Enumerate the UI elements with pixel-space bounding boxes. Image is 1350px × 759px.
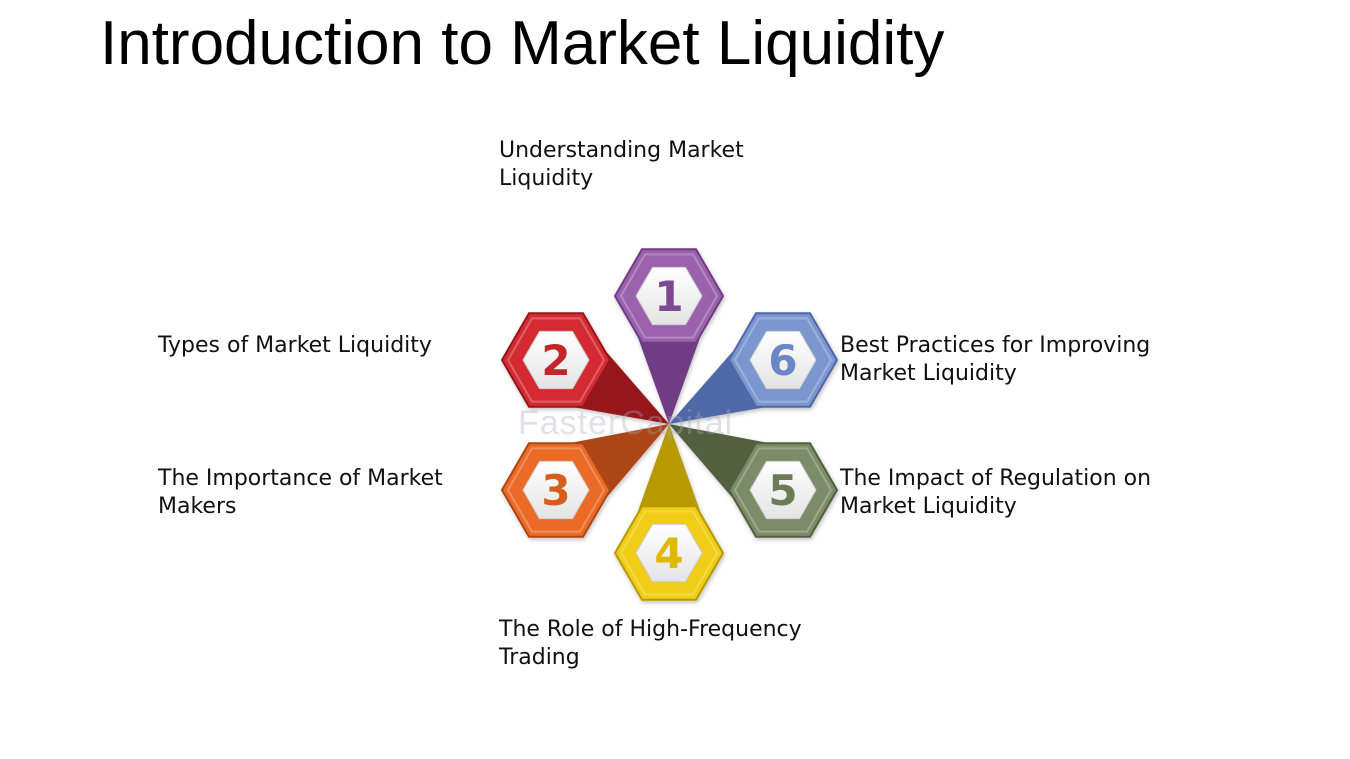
petal-inner-hexagon-5	[749, 460, 817, 520]
petal-1: 1	[613, 248, 725, 424]
petal-inner-hexagon-6	[749, 330, 817, 390]
petal-highlight-3	[506, 447, 606, 533]
topic-label-4: The Role of High-Frequency Trading	[499, 617, 802, 670]
petal-6: 6	[669, 312, 839, 424]
step-number-4: 4	[654, 529, 683, 578]
step-number-2: 2	[541, 336, 570, 385]
topic-label-3: The Importance of Market Makers	[158, 466, 443, 519]
topic-label-5: The Impact of Regulation on Market Liqui…	[840, 466, 1152, 519]
petal-inner-hexagon-1	[635, 266, 703, 326]
topic-label-2: Types of Market Liquidity	[158, 333, 432, 358]
petal-highlight-5	[733, 447, 833, 533]
step-number-1: 1	[654, 272, 683, 321]
petal-2: 2	[500, 312, 669, 424]
slide-title: Introduction to Market Liquidity	[100, 9, 945, 78]
petal-4: 4	[613, 424, 725, 601]
petal-inner-hexagon-3	[522, 460, 590, 520]
petal-highlight-6	[733, 317, 833, 403]
watermark-text: FasterCapital	[518, 404, 734, 442]
petal-highlight-1	[619, 253, 719, 339]
topic-label-6: Best Practices for Improving Market Liqu…	[840, 333, 1151, 386]
petal-highlight-4	[619, 510, 719, 596]
step-number-3: 3	[541, 466, 570, 515]
petal-3: 3	[500, 424, 669, 538]
petal-inner-hexagon-4	[635, 523, 703, 583]
step-number-6: 6	[768, 336, 797, 385]
petal-inner-hexagon-2	[522, 330, 590, 390]
petal-highlight-2	[506, 317, 606, 403]
petal-5: 5	[669, 424, 839, 538]
topic-label-1: Understanding Market Liquidity	[499, 138, 744, 191]
step-number-5: 5	[768, 466, 797, 515]
hexagon-petal-diagram: 1 2 3 4 5 6	[500, 248, 839, 601]
